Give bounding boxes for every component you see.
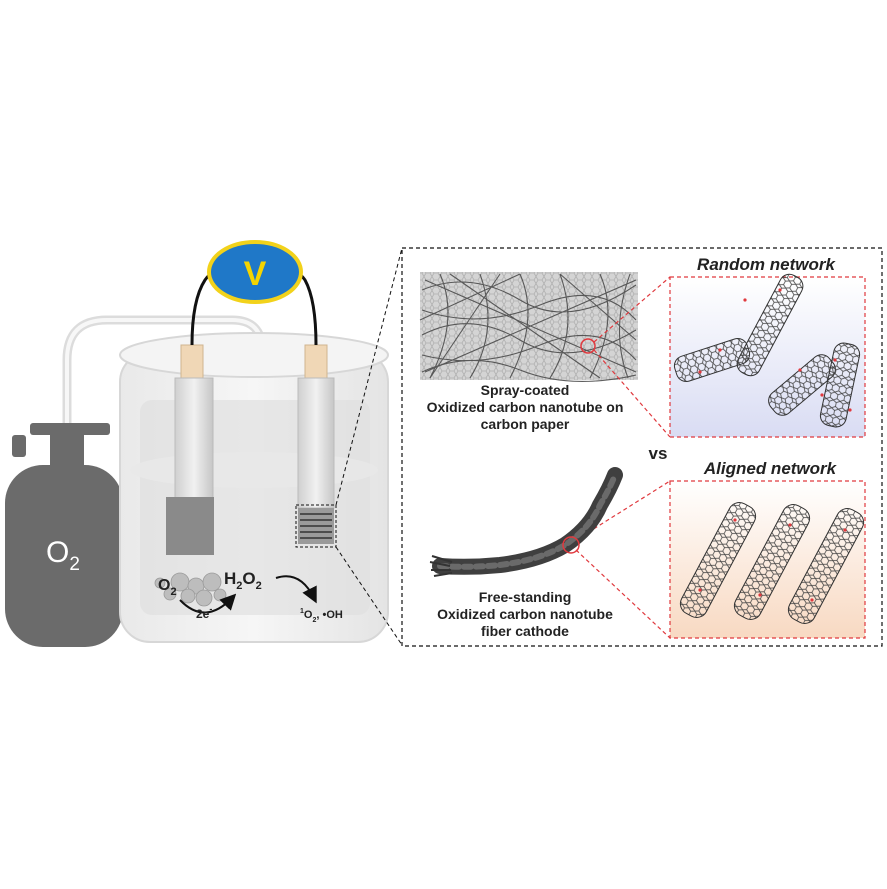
zoom-line-top xyxy=(335,247,403,506)
cathode-holder xyxy=(297,377,335,509)
reactant-o2: O2 xyxy=(158,577,177,598)
anode-plate xyxy=(166,497,214,555)
oxygen-cylinder: O2 xyxy=(5,423,123,647)
aligned-zoom-line-top xyxy=(575,480,671,541)
random-zoom-line-bottom xyxy=(593,349,671,438)
cylinder-label: O2 xyxy=(46,536,80,575)
cathode xyxy=(295,344,337,548)
cylinder-handle xyxy=(30,423,110,435)
zoom-line-bottom xyxy=(335,546,403,646)
cathode-fiber-lines xyxy=(300,513,332,539)
caption-bottom-line1: Free-standing xyxy=(479,589,572,605)
cathode-terminal xyxy=(304,344,328,380)
aligned-nanotubes xyxy=(679,502,865,624)
cathode-zoom-box xyxy=(295,504,337,548)
radicals-label: 1O2, •OH xyxy=(300,608,343,624)
random-zoom-line-top xyxy=(593,276,671,343)
tank-rim xyxy=(119,332,389,378)
caption-top-line1: Spray-coated xyxy=(481,382,570,398)
random-network-title: Random network xyxy=(697,255,836,274)
anode-terminal xyxy=(180,344,204,380)
carbon-paper-mesh xyxy=(419,272,638,382)
cylinder-body xyxy=(5,465,123,647)
aligned-network-title: Aligned network xyxy=(703,459,838,478)
anode xyxy=(166,344,214,555)
caption-bottom-line3: fiber cathode xyxy=(481,623,569,639)
electron-label: 2e- xyxy=(196,604,212,621)
voltmeter-label: V xyxy=(244,255,267,293)
activation-arrow xyxy=(275,575,317,604)
cylinder-valve-knob xyxy=(12,435,26,457)
random-highlight-circle xyxy=(580,338,596,354)
aligned-zoom-line-bottom xyxy=(575,549,671,639)
vs-label: vs xyxy=(649,444,668,463)
caption-top-line2: Oxidized carbon nanotube on xyxy=(427,399,624,415)
caption-bottom-line2: Oxidized carbon nanotube xyxy=(437,606,613,622)
product-h2o2: H2O2 xyxy=(224,569,262,592)
electrolyte-surface xyxy=(130,452,378,488)
voltmeter-body xyxy=(207,240,303,304)
oxygen-bubbles xyxy=(154,572,227,607)
cylinder-neck xyxy=(50,435,84,465)
anode-holder xyxy=(174,377,214,501)
electrochemical-tank xyxy=(119,332,389,643)
random-nanotubes xyxy=(673,273,861,428)
aligned-highlight-circle xyxy=(562,536,580,554)
reduction-arrow xyxy=(179,593,237,614)
cnt-fiber xyxy=(429,467,623,577)
caption-top-line3: carbon paper xyxy=(481,416,570,432)
voltmeter: V xyxy=(207,240,303,304)
